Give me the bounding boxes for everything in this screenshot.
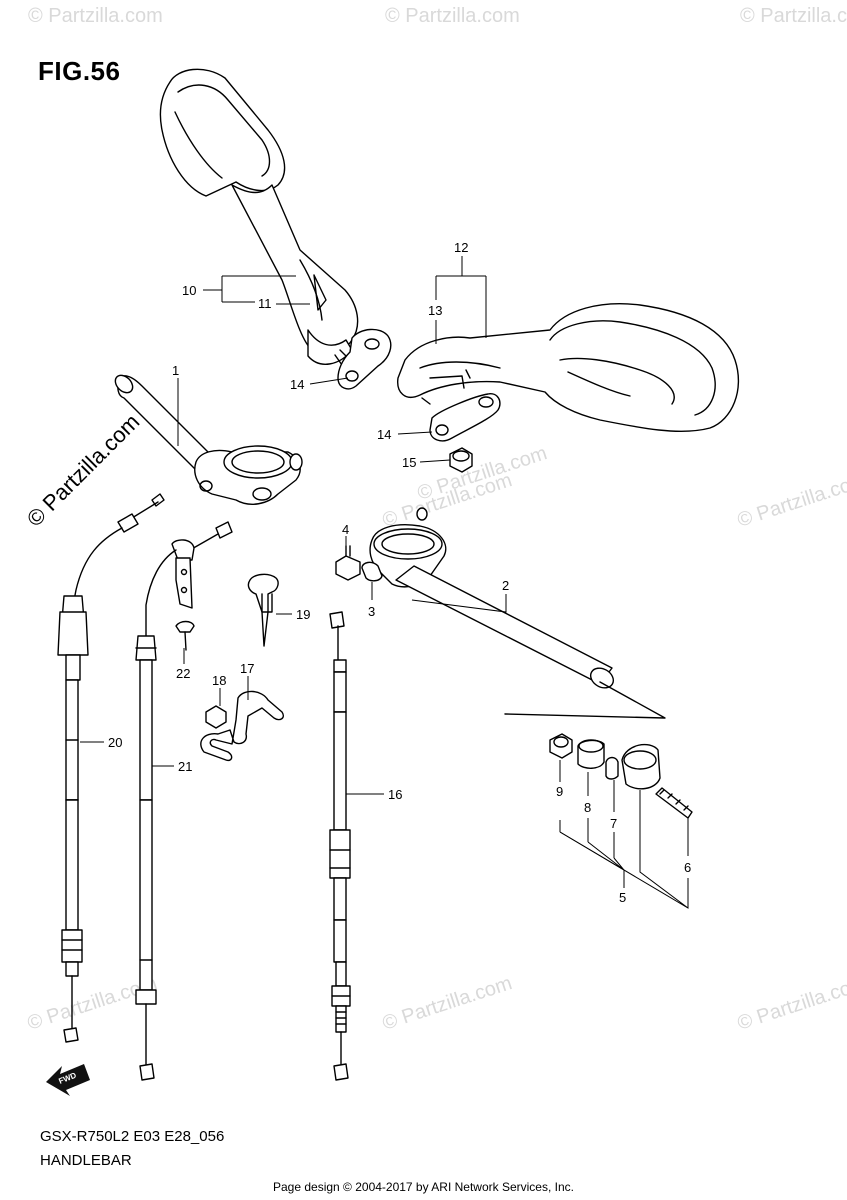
fwd-arrow-icon: FWD [46, 1064, 90, 1096]
throttle-cable-20 [57, 493, 165, 1043]
page-credit: Page design © 2004-2017 by ARI Network S… [272, 1180, 574, 1194]
callout-numbers: 1 2 3 4 5 6 7 8 9 10 11 12 13 14 14 15 1… [108, 240, 691, 905]
model-code: GSX-R750L2 E03 E28_056 [40, 1128, 225, 1145]
callout-11: 11 [258, 296, 272, 311]
balancer-set [504, 681, 693, 819]
partzilla-watermark: © Partzilla.com [22, 409, 145, 532]
callout-3: 3 [368, 604, 375, 619]
watermark: © Partzilla.com [28, 5, 163, 27]
callout-19: 19 [296, 607, 310, 622]
callout-22: 22 [176, 666, 190, 681]
left-handlebar [114, 374, 303, 505]
callout-13: 13 [428, 303, 442, 318]
callout-16: 16 [388, 787, 402, 802]
watermark: © Partzilla.com [385, 5, 520, 27]
callout-6: 6 [684, 860, 691, 875]
watermark: © Partzilla.com [740, 5, 847, 27]
nut-15 [449, 447, 473, 473]
cable-clamp-19 [247, 573, 279, 647]
callout-5: 5 [619, 890, 626, 905]
callout-9: 9 [556, 784, 563, 799]
callout-15: 15 [402, 455, 416, 470]
callout-18: 18 [212, 673, 226, 688]
figure-title: FIG.56 [38, 56, 121, 86]
callout-17: 17 [240, 661, 254, 676]
callout-1: 1 [172, 363, 179, 378]
callout-4: 4 [342, 522, 349, 537]
right-handlebar [335, 507, 615, 689]
watermark: © Partzilla.com [735, 469, 847, 532]
bracket-14-lower [429, 393, 501, 442]
mirror-right [397, 303, 740, 432]
callout-7: 7 [610, 816, 617, 831]
callout-20: 20 [108, 735, 122, 750]
section-name: HANDLEBAR [40, 1152, 132, 1169]
throttle-cable-21 [135, 521, 233, 1081]
callout-12: 12 [454, 240, 468, 255]
watermark: © Partzilla.com [380, 972, 515, 1035]
throttle-cable-16 [329, 611, 351, 1081]
leader-lines [80, 256, 689, 909]
bracket-14-upper [337, 328, 392, 390]
callout-8: 8 [584, 800, 591, 815]
callout-2: 2 [502, 578, 509, 593]
screw-22 [175, 620, 195, 651]
callout-14: 14 [377, 427, 391, 442]
mirror-left [159, 68, 359, 366]
watermark: © Partzilla.com [735, 972, 847, 1035]
callout-10: 10 [182, 283, 196, 298]
cable-guide-17 [200, 690, 284, 762]
callout-14: 14 [290, 377, 304, 392]
callout-21: 21 [178, 759, 192, 774]
